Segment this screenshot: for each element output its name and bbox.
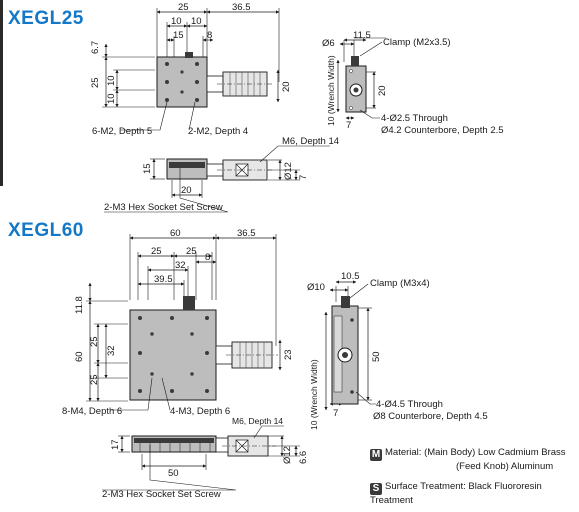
xegl25-dim-10b: 10 [191, 16, 202, 27]
xegl25-side-view [336, 37, 386, 120]
xegl60-top-view [86, 234, 282, 402]
xegl60-front-6-6: 6.6 [298, 451, 309, 464]
xegl60-side-clamp: Clamp (M3x4) [370, 278, 430, 289]
xegl25-dim-15: 15 [173, 30, 184, 41]
xegl25-side-20: 20 [377, 85, 388, 96]
xegl25-holes-b: 2-M2, Depth 4 [188, 126, 248, 137]
xegl25-side-wrench: 10 (Wrench Width) [326, 55, 336, 126]
xegl60-dim-32: 32 [175, 260, 186, 271]
xegl60-side-10-5: 10.5 [341, 271, 360, 282]
xegl25-front-view [150, 158, 300, 198]
xegl60-side-view [324, 280, 372, 411]
xegl25-side-11-5: 11.5 [353, 30, 371, 41]
xegl25-dim-6-7: 6.7 [90, 41, 101, 54]
xegl60-dim-60v: 60 [74, 351, 85, 362]
xegl60-dim-36-5: 36.5 [237, 228, 256, 239]
xegl60-holes-a: 8-M4, Depth 6 [62, 406, 122, 417]
xegl25-side-7: 7 [346, 120, 351, 131]
surface-line: Surface Treatment: Black Fluororesin Tre… [370, 481, 542, 506]
xegl60-side-50: 50 [371, 351, 382, 362]
xegl25-front-phi12: Ø12 [283, 162, 294, 180]
xegl25-title: XEGL25 [8, 8, 84, 29]
xegl25-dim-36-5: 36.5 [232, 2, 251, 13]
xegl25-front-15: 15 [142, 163, 153, 174]
xegl25-front-m6: M6, Depth 14 [282, 136, 339, 147]
xegl60-dim-39-5: 39.5 [154, 274, 173, 285]
xegl60-side-7: 7 [333, 408, 338, 419]
xegl60-dim-25v-b: 25 [89, 374, 100, 385]
xegl25-side-phi6: Ø6 [322, 38, 335, 49]
xegl60-dim-60: 60 [170, 228, 181, 239]
xegl25-top-view [102, 8, 280, 108]
surface-badge: S [370, 483, 382, 495]
xegl25-dim-10v-b: 10 [106, 93, 117, 104]
left-margin-rule [0, 0, 3, 186]
material-line-1: Material: (Main Body) Low Cadmium Brass [385, 447, 566, 458]
xegl60-side-wrench: 10 (Wrench Width) [309, 359, 319, 430]
xegl60-dim-23v: 23 [283, 349, 294, 360]
xegl60-front-50: 50 [168, 468, 179, 479]
material-badge: M [370, 449, 382, 461]
xegl60-side-counterbore: Ø8 Counterbore, Depth 4.5 [373, 411, 488, 422]
xegl60-side-phi10: Ø10 [307, 282, 325, 293]
xegl25-front-20: 20 [181, 185, 192, 196]
xegl60-front-m6: M6, Depth 14 [232, 416, 283, 426]
xegl25-front-setscrew: 2-M3 Hex Socket Set Screw [104, 202, 223, 213]
xegl25-dim-10a: 10 [171, 16, 182, 27]
xegl25-dim-8: 8 [207, 30, 212, 41]
xegl25-side-counterbore: Ø4.2 Counterbore, Depth 2.5 [381, 125, 504, 136]
xegl60-front-phi12: Ø12 [282, 446, 293, 464]
xegl60-dim-11-8: 11.8 [74, 296, 85, 314]
xegl60-holes-b: 4-M3, Depth 6 [170, 406, 230, 417]
xegl25-side-through: 4-Ø2.5 Through [381, 113, 448, 124]
xegl60-front-view [118, 435, 300, 470]
xegl60-dim-25a: 25 [151, 246, 162, 257]
xegl25-dim-25v: 25 [90, 77, 101, 88]
xegl60-dim-25v-a: 25 [89, 336, 100, 347]
material-line-2: (Feed Knob) Aluminum [456, 461, 554, 472]
xegl60-front-17: 17 [110, 439, 121, 450]
xegl25-front-7: 7 [298, 175, 309, 180]
xegl25-holes-a: 6-M2, Depth 5 [92, 126, 152, 137]
xegl25-dim-25: 25 [178, 2, 189, 13]
xegl25-side-clamp: Clamp (M2x3.5) [383, 37, 451, 48]
xegl60-dim-25b: 25 [186, 246, 197, 257]
xegl60-front-setscrew: 2-M3 Hex Socket Set Screw [102, 489, 221, 500]
xegl60-dim-8: 8 [205, 252, 210, 263]
xegl60-dim-32v: 32 [106, 345, 117, 356]
xegl25-dim-20v: 20 [281, 81, 292, 92]
xegl60-side-through: 4-Ø4.5 Through [376, 399, 443, 410]
xegl60-title: XEGL60 [8, 220, 84, 241]
xegl25-dim-10v-a: 10 [106, 75, 117, 86]
